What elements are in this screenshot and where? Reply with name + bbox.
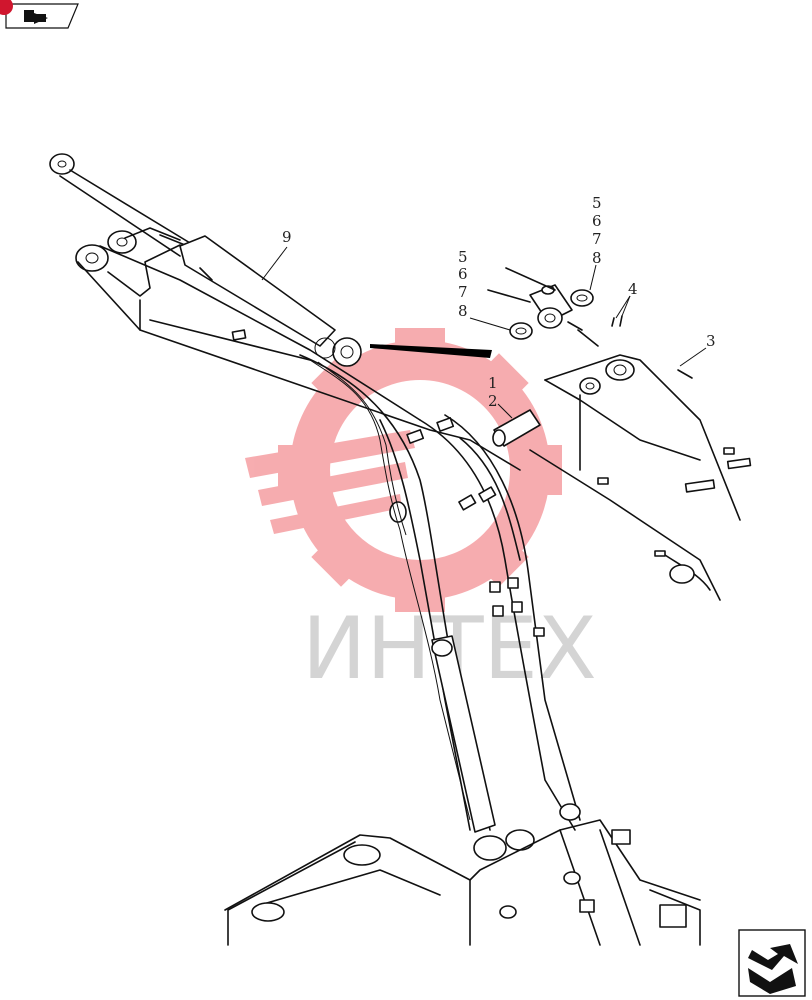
dipper-arm xyxy=(75,227,521,471)
previous-page-button[interactable] xyxy=(0,0,79,29)
callout-5-left: 5 xyxy=(458,248,468,266)
red-badge xyxy=(0,0,13,15)
callout-3: 3 xyxy=(706,332,716,350)
callout-8-right: 8 xyxy=(592,249,602,267)
callout-7-right: 7 xyxy=(592,230,602,248)
callout-8-left: 8 xyxy=(458,302,468,320)
callout-6-left: 6 xyxy=(458,265,468,283)
callout-6-right: 6 xyxy=(592,212,602,230)
previous-page-arrow-icon xyxy=(24,10,48,24)
leader-lines xyxy=(261,246,707,419)
callout-7-left: 7 xyxy=(458,283,468,301)
detail-inset xyxy=(487,267,752,601)
main-boom xyxy=(299,354,581,861)
hydraulic-cylinder xyxy=(49,153,362,367)
callout-5-right: 5 xyxy=(592,194,602,212)
lower-frame xyxy=(224,819,701,946)
callout-9: 9 xyxy=(282,228,292,246)
callout-labels: 9 5 6 7 8 5 6 7 8 4 3 1 2 xyxy=(282,194,716,410)
callout-1: 1 xyxy=(488,374,498,392)
callout-4: 4 xyxy=(628,280,638,298)
next-page-arrow-icon xyxy=(748,944,798,994)
watermark-gear-logo xyxy=(245,328,562,612)
callout-2: 2 xyxy=(488,392,498,410)
next-page-button[interactable] xyxy=(738,929,806,997)
